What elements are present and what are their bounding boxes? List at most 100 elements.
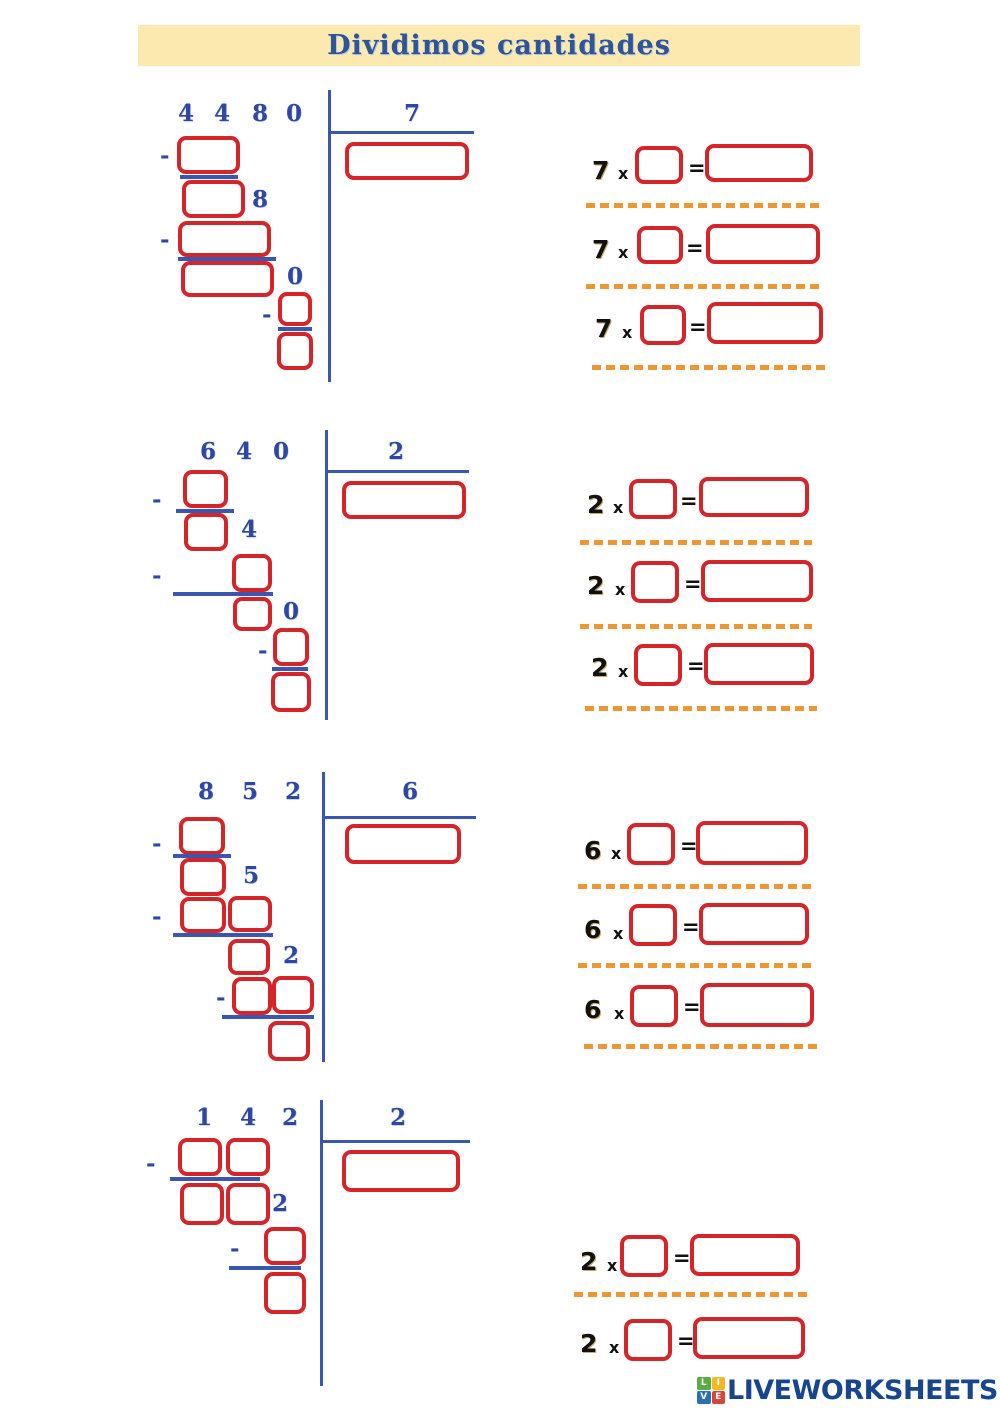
divisor-digit: 2: [388, 438, 405, 465]
subtract-2-box-a[interactable]: [180, 897, 226, 933]
multiply-sign: x: [613, 498, 624, 517]
remainder-3-box[interactable]: [271, 672, 311, 712]
multiply-sign: x: [611, 844, 622, 863]
equation-result-box[interactable]: [690, 1234, 800, 1276]
dividend-digit: 0: [273, 438, 290, 465]
equation-result-box[interactable]: [699, 903, 809, 945]
subtract-3-box-a[interactable]: [232, 977, 272, 1015]
equation-result-box[interactable]: [707, 302, 823, 344]
multiply-sign: x: [613, 924, 624, 943]
minus-sign: -: [160, 142, 170, 169]
step-rule: [272, 667, 308, 671]
equation-result-box[interactable]: [693, 1317, 805, 1359]
equation-result-box[interactable]: [699, 477, 809, 517]
remainder-2-box[interactable]: [181, 261, 274, 297]
title-banner: Dividimos cantidades: [138, 25, 860, 66]
equation-operand-box[interactable]: [630, 985, 678, 1027]
remainder-2-box[interactable]: [228, 939, 270, 975]
logo-cell-v: V: [697, 1391, 711, 1404]
quotient-box[interactable]: [345, 142, 469, 180]
subtract-2-box[interactable]: [264, 1227, 306, 1265]
equation-result-box[interactable]: [706, 224, 820, 264]
liveworksheets-logo-icon: L I V E: [697, 1377, 725, 1404]
remainder-2-box[interactable]: [233, 597, 272, 631]
subtract-1-box-a[interactable]: [178, 1138, 222, 1176]
equation-operand-box[interactable]: [627, 823, 675, 865]
subtract-2-box-b[interactable]: [228, 896, 272, 932]
remainder-3-box[interactable]: [277, 332, 313, 370]
dividend-digit: 4: [214, 100, 231, 127]
subtract-1-box[interactable]: [183, 470, 228, 508]
subtract-3-box[interactable]: [273, 628, 309, 666]
equation-separator: [585, 706, 817, 711]
equation-separator: [580, 540, 812, 545]
minus-sign: -: [152, 486, 162, 513]
equation-operand-box[interactable]: [624, 1319, 672, 1361]
multiply-sign: x: [615, 580, 626, 599]
divisor-digit: 7: [404, 100, 421, 127]
equals-sign: =: [673, 1246, 691, 1270]
division-horizontal-rule: [320, 1140, 470, 1143]
equation-result-box[interactable]: [701, 560, 813, 602]
equation-operand-box[interactable]: [631, 561, 679, 603]
quotient-box[interactable]: [342, 1150, 460, 1192]
equation-operand-box[interactable]: [620, 1235, 668, 1277]
step-rule: [173, 933, 273, 937]
remainder-1-box[interactable]: [184, 513, 228, 551]
equals-sign: =: [684, 572, 702, 596]
equation-operand-box[interactable]: [634, 644, 682, 686]
equation-separator: [592, 365, 828, 370]
remainder-3-box[interactable]: [268, 1021, 310, 1061]
subtract-1-box[interactable]: [177, 136, 240, 174]
minus-sign: -: [160, 226, 170, 253]
division-vertical-rule: [325, 430, 328, 720]
equation-separator: [578, 963, 812, 968]
minus-sign: -: [216, 984, 226, 1011]
step-rule: [180, 175, 238, 179]
subtract-1-box[interactable]: [179, 817, 225, 855]
equation-operand-box[interactable]: [629, 904, 677, 946]
equation-result-box[interactable]: [704, 643, 814, 685]
remainder-1-box[interactable]: [180, 858, 226, 896]
bring-down-digit: 0: [287, 263, 304, 290]
multiply-sign: x: [618, 164, 629, 183]
step-rule: [170, 1177, 260, 1181]
remainder-1-box-b[interactable]: [226, 1183, 270, 1225]
remainder-1-box[interactable]: [182, 180, 245, 218]
remainder-1-box-a[interactable]: [180, 1183, 224, 1225]
division-vertical-rule: [322, 772, 325, 1062]
equation-operand-box[interactable]: [635, 146, 683, 184]
equation-result-box[interactable]: [700, 983, 814, 1027]
step-rule: [178, 257, 276, 261]
equation-operand-box[interactable]: [640, 305, 686, 345]
minus-sign: -: [262, 301, 272, 328]
minus-sign: -: [152, 830, 162, 857]
subtract-1-box-b[interactable]: [226, 1138, 270, 1176]
dividend-digit: 2: [285, 778, 302, 805]
subtract-3-box-b[interactable]: [272, 976, 314, 1014]
equation-operand-box[interactable]: [629, 479, 677, 519]
equation-result-box[interactable]: [696, 821, 808, 865]
subtract-2-box[interactable]: [232, 554, 272, 592]
step-rule: [176, 509, 234, 513]
division-horizontal-rule: [325, 470, 469, 473]
subtract-2-box[interactable]: [178, 221, 271, 257]
equation-result-box[interactable]: [705, 144, 813, 182]
equation-operand-box[interactable]: [637, 226, 683, 264]
quotient-box[interactable]: [342, 481, 466, 519]
dividend-digit: 6: [200, 438, 217, 465]
remainder-2-box[interactable]: [264, 1272, 306, 1314]
dividend-digit: 0: [286, 100, 303, 127]
equation-factor: 2: [591, 653, 609, 682]
multiply-sign: x: [622, 323, 633, 342]
minus-sign: -: [230, 1235, 240, 1262]
equation-factor: 6: [584, 995, 602, 1024]
quotient-box[interactable]: [345, 824, 461, 864]
equation-factor: 6: [584, 836, 602, 865]
equals-sign: =: [689, 315, 707, 339]
page-title: Dividimos cantidades: [327, 30, 671, 61]
liveworksheets-logo[interactable]: L I V E LIVEWORKSHEETS: [697, 1374, 998, 1408]
step-rule: [278, 327, 312, 331]
subtract-3-box[interactable]: [278, 292, 312, 326]
dividend-digit: 8: [198, 778, 215, 805]
